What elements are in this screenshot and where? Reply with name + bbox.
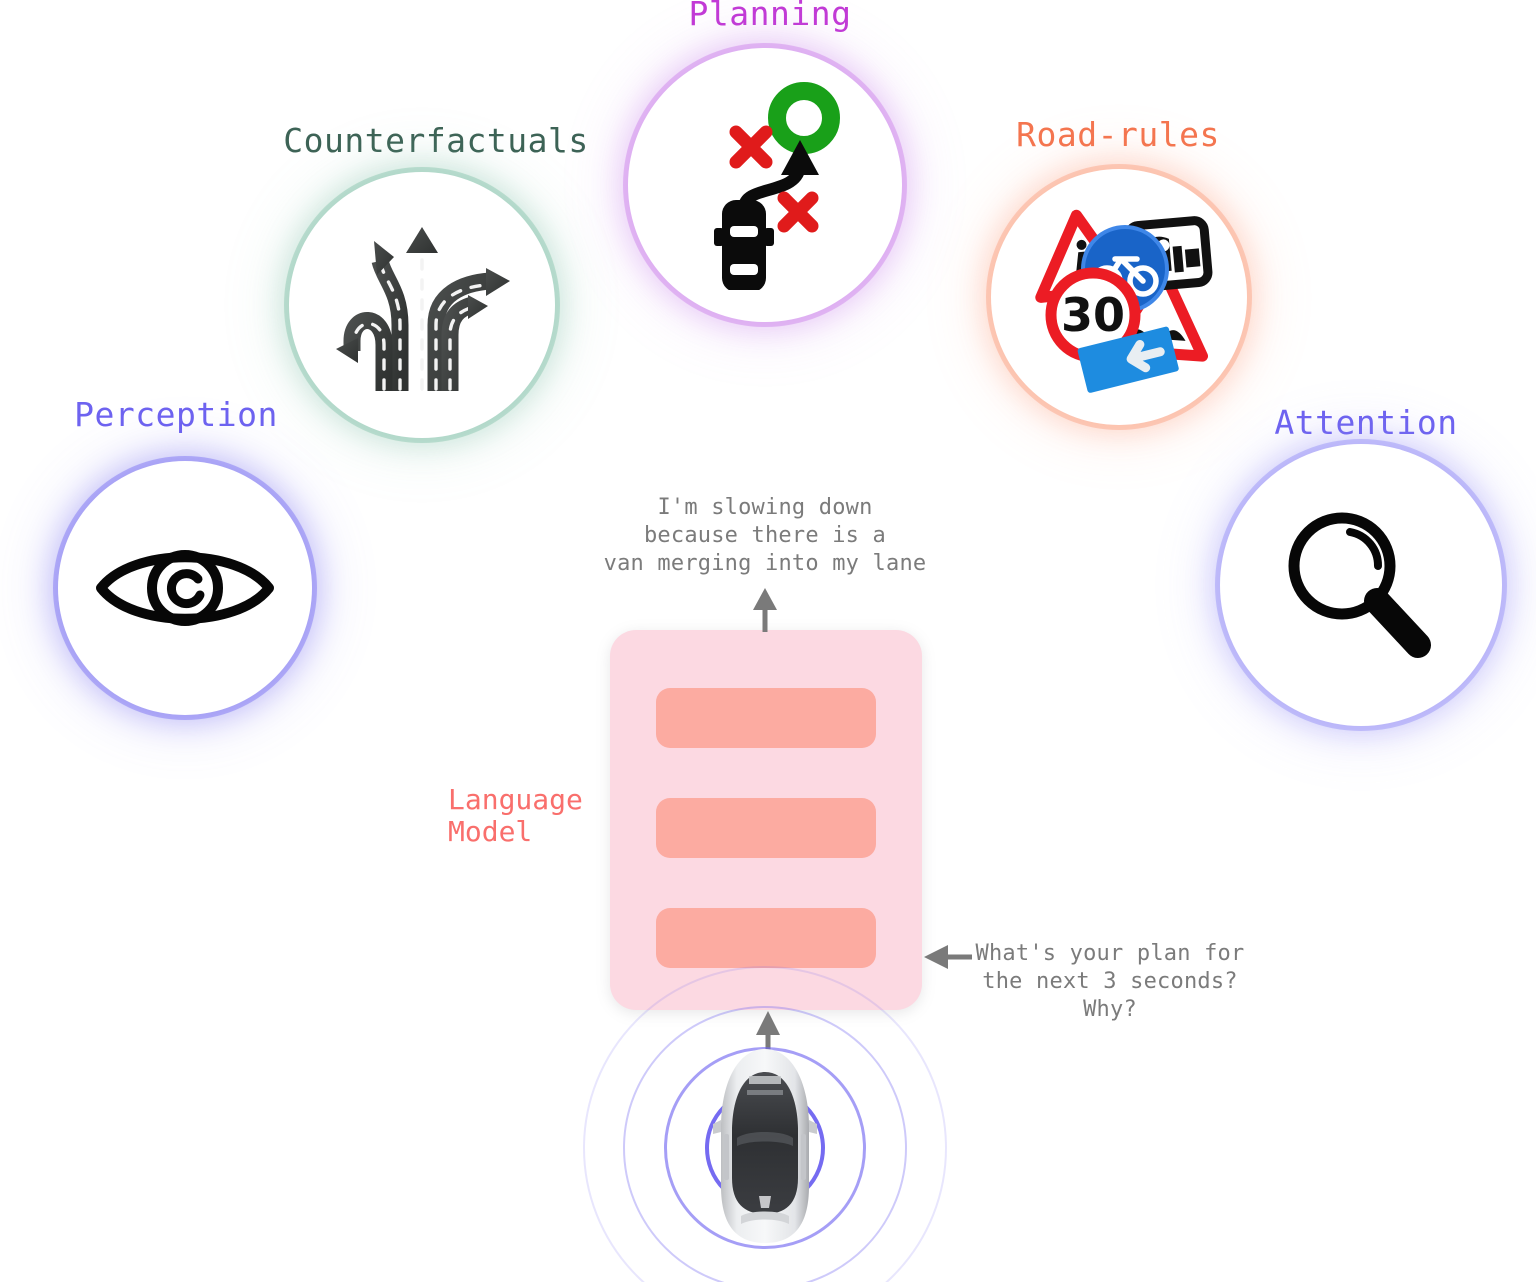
node-label-planning: Planning [688, 0, 852, 33]
attention-bubble[interactable] [1220, 444, 1502, 726]
counterfactuals-bubble[interactable] [289, 172, 555, 438]
language-model-layer-bar [656, 798, 876, 858]
eye-spiral-icon [58, 461, 312, 715]
node-label-perception: Perception [74, 395, 278, 434]
language-model-layer-bar [656, 688, 876, 748]
perception-bubble[interactable] [58, 461, 312, 715]
model-output-text: I'm slowing down because there is a van … [603, 495, 927, 577]
road-rules-bubble[interactable]: 30 [991, 169, 1247, 425]
traffic-signs-icon: 30 [991, 169, 1247, 425]
magnifier-icon [1220, 444, 1502, 726]
arrow-input-left [924, 944, 972, 970]
node-label-attention: Attention [1274, 403, 1458, 442]
node-label-counterfactuals: Counterfactuals [283, 121, 589, 160]
branching-roads-icon [289, 172, 555, 438]
user-prompt-text: What's your plan for the next 3 seconds?… [975, 941, 1245, 1023]
language-model-layer-bar [656, 908, 876, 968]
language-model-box[interactable] [610, 630, 922, 1010]
route-plan-icon [628, 48, 902, 322]
planning-bubble[interactable] [628, 48, 902, 322]
language-model-label: Language Model [448, 783, 583, 849]
node-label-road-rules: Road-rules [1016, 115, 1220, 154]
arrow-output-up [752, 588, 778, 632]
svg-text:30: 30 [1061, 288, 1125, 342]
ego-car-icon [713, 1046, 817, 1250]
